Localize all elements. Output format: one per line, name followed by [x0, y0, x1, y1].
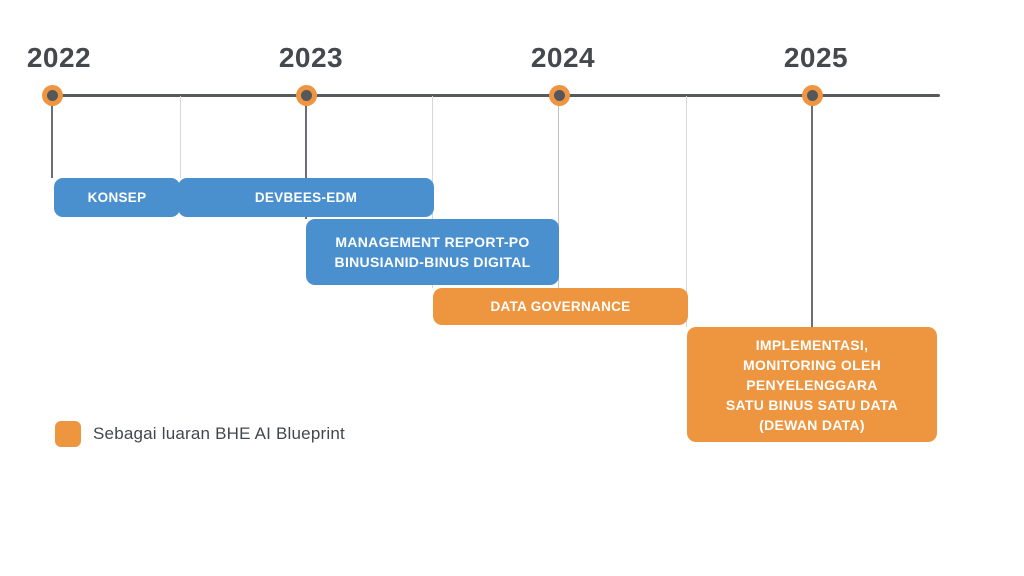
gridline-2022	[51, 96, 53, 178]
milestone-dot-2023	[296, 85, 317, 106]
gridline-2023	[305, 96, 307, 219]
phase-bar-management-report: MANAGEMENT REPORT-PO BINUSIANID-BINUS DI…	[306, 219, 559, 285]
legend-label: Sebagai luaran BHE AI Blueprint	[93, 424, 345, 443]
phase-bar-konsep: KONSEP	[54, 178, 180, 217]
legend: Sebagai luaran BHE AI Blueprint	[55, 421, 345, 447]
gridline-2024	[558, 96, 559, 288]
gridline-mid-2022	[180, 96, 181, 178]
phase-bar-implementasi: IMPLEMENTASI, MONITORING OLEH PENYELENGG…	[687, 327, 937, 442]
legend-swatch-orange	[55, 421, 81, 447]
milestone-dot-core	[807, 90, 818, 101]
year-label-2025: 2025	[783, 42, 849, 73]
year-label-2022: 2022	[26, 42, 92, 73]
milestone-dot-core	[47, 90, 58, 101]
milestone-dot-core	[554, 90, 565, 101]
year-label-2023: 2023	[278, 42, 344, 73]
gridline-mid-2024	[686, 96, 687, 327]
gridline-2025	[811, 96, 813, 327]
milestone-dot-2025	[802, 85, 823, 106]
year-label-2024: 2024	[530, 42, 596, 73]
milestone-dot-core	[301, 90, 312, 101]
phase-bar-data-governance: DATA GOVERNANCE	[433, 288, 688, 325]
phase-bar-devbees-edm: DEVBEES-EDM	[178, 178, 434, 217]
milestone-dot-2022	[42, 85, 63, 106]
milestone-dot-2024	[549, 85, 570, 106]
timeline-axis	[52, 94, 940, 97]
